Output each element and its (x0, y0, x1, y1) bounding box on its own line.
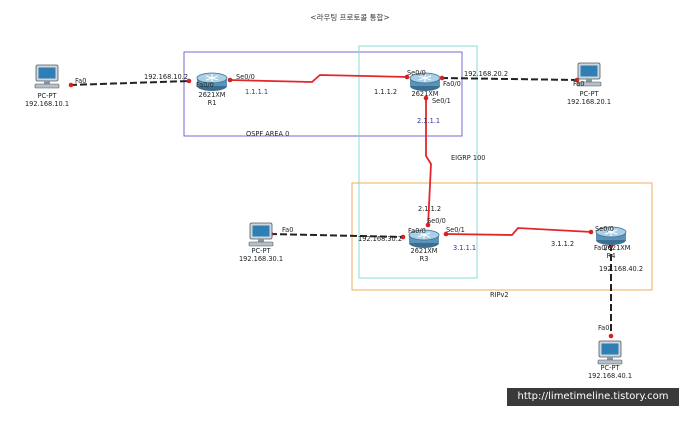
pc3[interactable] (248, 222, 274, 247)
r3-fa-label: Fa0/0 (408, 227, 426, 235)
link-pc3-r3[interactable] (269, 233, 405, 238)
r1-fa-ip: 192.168.10.2 (144, 73, 188, 81)
pc2-type: PC-PT (580, 90, 600, 98)
r3-fa-ip: 192.168.30.2 (358, 235, 402, 243)
port-dots (68, 74, 614, 339)
diagram-title: <라우팅 프로토콜 통합> (310, 12, 389, 22)
pc2-ip: 192.168.20.1 (567, 98, 611, 106)
r3-se1-ip: 3.1.1.1 (453, 244, 476, 252)
link-r2-pc2[interactable] (440, 77, 579, 81)
link-pc1-r1[interactable] (69, 80, 191, 86)
eigrp-area-box (358, 45, 478, 279)
r3-name: R3 (420, 255, 429, 263)
pc1-type: PC-PT (38, 92, 58, 100)
pc3-type: PC-PT (252, 247, 272, 255)
pc1[interactable] (34, 64, 60, 89)
pc4[interactable] (597, 340, 623, 365)
link-r1-r2-serial[interactable] (228, 74, 409, 83)
r3-se1-label: Se0/1 (446, 226, 465, 234)
ospf-area-label: OSPF AREA 0 (246, 130, 289, 138)
r1-name: R1 (208, 99, 217, 107)
r2-se0-ip: 1.1.1.2 (374, 88, 397, 96)
link-r2-r3-serial[interactable] (425, 98, 432, 227)
r2-se0-label: Se0/0 (407, 69, 426, 77)
r3-model: 2621XM (411, 247, 438, 255)
pc2-port: Fa0 (573, 80, 584, 88)
pc4-ip: 192.168.40.1 (588, 372, 632, 380)
r2-se1-label: Se0/1 (432, 97, 451, 105)
pc4-type: PC-PT (601, 364, 621, 372)
watermark-banner: http://limetimeline.tistory.com (507, 388, 679, 406)
ospf-area-box (183, 51, 463, 137)
pc-icon (248, 222, 274, 247)
link-r3-r4-serial[interactable] (444, 227, 593, 236)
pc-icon (34, 64, 60, 89)
r2-model: 2621XM (412, 90, 439, 98)
eigrp-area-label: EIGRP 100 (451, 154, 485, 162)
r2-fa-ip: 192.168.20.2 (464, 70, 508, 78)
r1-fa-label: Fa0/0 (196, 81, 214, 89)
pc1-port: Fa0 (75, 77, 86, 85)
r4-name: R4 (607, 252, 616, 260)
r2-se1-ip: 2.1.1.1 (417, 117, 440, 125)
r3-se0-ip: 2.1.1.2 (418, 205, 441, 213)
pc3-port: Fa0 (282, 226, 293, 234)
r3-se0-label: Se0/0 (427, 217, 446, 225)
r1-se-ip: 1.1.1.1 (245, 88, 268, 96)
r2-fa-label: Fa0/0 (443, 80, 461, 88)
r1-model: 2621XM (199, 91, 226, 99)
pc4-port: Fa0 (598, 324, 609, 332)
rip-area-label: RIPv2 (490, 291, 509, 299)
r4-se-label: Se0/0 (595, 225, 614, 233)
r4-model: 2621XM (604, 244, 631, 252)
pc-icon (597, 340, 623, 365)
r4-fa-label: Fa0/0 (594, 244, 612, 252)
pc3-ip: 192.168.30.1 (239, 255, 283, 263)
r4-se-ip: 3.1.1.2 (551, 240, 574, 248)
pc1-ip: 192.168.10.1 (25, 100, 69, 108)
r4-fa-ip: 192.168.40.2 (599, 265, 643, 273)
r1-se-label: Se0/0 (236, 73, 255, 81)
